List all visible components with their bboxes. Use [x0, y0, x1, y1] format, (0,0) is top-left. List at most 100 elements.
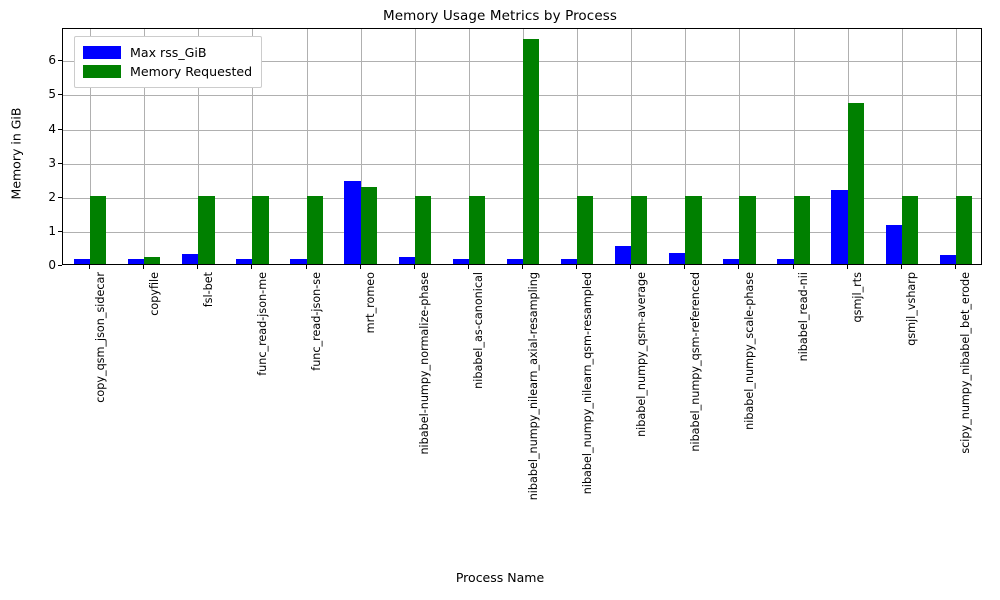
bar-max-rss	[831, 190, 848, 264]
bar-memory-requested	[739, 195, 756, 264]
x-tick-label: qsmjl_rts	[851, 272, 865, 323]
bar-max-rss	[669, 253, 686, 264]
y-tick-mark	[58, 94, 62, 96]
x-tick-label: nibabel_numpy_qsm-average	[634, 272, 648, 437]
y-tick-label: 5	[48, 87, 56, 102]
gridline-vertical	[90, 29, 91, 264]
y-tick-label: 6	[48, 53, 56, 68]
bar-memory-requested	[90, 195, 107, 264]
bar-group	[658, 29, 712, 264]
x-tick-label: nibabel_read-nii	[797, 272, 811, 362]
y-tick-mark	[58, 196, 62, 198]
x-tick-mark	[793, 265, 794, 269]
gridline-horizontal	[63, 61, 981, 63]
gridline-vertical	[361, 29, 362, 264]
bar-group	[767, 29, 821, 264]
gridline-vertical	[956, 29, 957, 264]
plot-area	[62, 28, 982, 265]
bar-memory-requested	[144, 256, 161, 264]
bar-max-rss	[560, 258, 578, 264]
bar-memory-requested	[252, 195, 269, 264]
x-tick-label: copy_qsm_json_sidecar	[93, 272, 107, 403]
gridline-vertical	[739, 29, 740, 264]
x-tick-mark	[143, 265, 144, 269]
x-tick-label: nibabel_numpy_nilearn_qsm-resampled	[580, 272, 594, 495]
y-tick-mark	[58, 162, 62, 164]
gridline-horizontal	[63, 197, 981, 199]
x-tick-label: func_read-json-me	[255, 272, 269, 376]
bar-group	[442, 29, 496, 264]
x-tick-label: fsl-bet	[201, 272, 215, 308]
x-tick-mark	[468, 265, 469, 269]
bar-group	[388, 29, 442, 264]
gridline-vertical	[577, 29, 578, 264]
x-tick-mark	[738, 265, 739, 269]
x-tick-label: func_read-json-se	[310, 272, 324, 371]
legend-item[interactable]: Memory Requested	[83, 62, 252, 81]
bar-group	[334, 29, 388, 264]
bar-max-rss	[452, 258, 469, 264]
bar-max-rss	[344, 180, 361, 264]
bar-memory-requested	[414, 195, 431, 264]
x-axis-label: Process Name	[455, 570, 545, 585]
bar-memory-requested	[901, 195, 919, 264]
x-tick-mark	[847, 265, 848, 269]
x-tick-mark	[414, 265, 415, 269]
x-tick-label: mrt_romeo	[364, 272, 378, 334]
gridline-horizontal	[63, 129, 981, 131]
bar-max-rss	[885, 225, 902, 264]
gridline-vertical	[144, 29, 145, 264]
legend-label: Memory Requested	[130, 64, 253, 79]
x-tick-mark	[576, 265, 577, 269]
gridline-vertical	[902, 29, 903, 264]
x-tick-label: scipy_numpy_nibabel_bet_erode	[959, 272, 973, 454]
y-tick-mark	[58, 230, 62, 232]
bar-group	[279, 29, 333, 264]
chart-legend: Max rss_GiB Memory Requested	[74, 36, 263, 88]
gridline-vertical	[794, 29, 795, 264]
bar-max-rss	[506, 259, 523, 264]
y-tick-mark	[58, 128, 62, 130]
x-tick-mark	[89, 265, 90, 269]
bar-max-rss	[73, 258, 91, 264]
x-tick-label: nibabel-numpy_normalize-phase	[418, 272, 432, 455]
bar-max-rss	[723, 258, 740, 264]
y-tick-label: 4	[48, 121, 56, 136]
x-tick-mark	[360, 265, 361, 269]
gridline-vertical	[685, 29, 686, 264]
x-tick-mark	[306, 265, 307, 269]
gridline-horizontal	[63, 95, 981, 97]
bar-memory-requested	[793, 195, 810, 264]
legend-swatch-icon	[83, 46, 121, 59]
y-tick-mark	[58, 265, 62, 266]
x-tick-label: nibabel_as-canonical	[472, 272, 486, 389]
bar-memory-requested	[198, 195, 215, 264]
bar-memory-requested	[847, 102, 864, 264]
x-tick-label: nibabel_numpy_nilearn_axial-resampling	[526, 272, 540, 501]
x-tick-label: nibabel_numpy_qsm-referenced	[688, 272, 702, 452]
bar-group	[712, 29, 766, 264]
x-tick-mark	[955, 265, 956, 269]
bar-max-rss	[398, 257, 415, 264]
bar-memory-requested	[360, 186, 377, 264]
chart-title: Memory Usage Metrics by Process	[382, 8, 617, 24]
bar-memory-requested	[631, 195, 648, 264]
y-tick-label: 2	[48, 189, 56, 204]
bar-group	[496, 29, 550, 264]
bar-group	[821, 29, 875, 264]
gridline-horizontal	[63, 231, 981, 233]
x-tick-mark	[251, 265, 252, 269]
gridline-vertical	[252, 29, 253, 264]
gridline-vertical	[631, 29, 632, 264]
bar-memory-requested	[306, 195, 323, 264]
bar-max-rss	[939, 255, 956, 264]
bar-group	[875, 29, 929, 264]
bar-group	[63, 29, 117, 264]
legend-item[interactable]: Max rss_GiB	[83, 43, 252, 62]
bar-memory-requested	[955, 195, 973, 264]
gridline-vertical	[415, 29, 416, 264]
y-tick-label: 1	[48, 223, 56, 238]
x-tick-mark	[197, 265, 198, 269]
bar-max-rss	[777, 259, 794, 264]
legend-label: Max rss_GiB	[130, 45, 207, 60]
